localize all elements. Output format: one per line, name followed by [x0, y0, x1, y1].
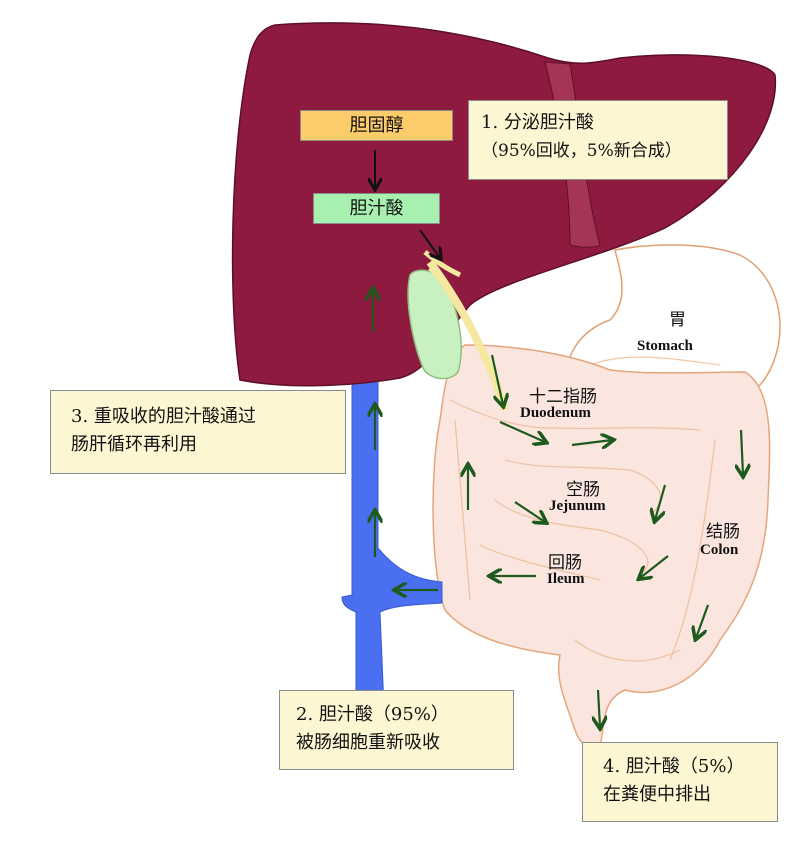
ileum-label-cn: 回肠 — [548, 553, 582, 573]
step4-box: 4. 胆汁酸（5%） 在粪便中排出 — [582, 742, 778, 822]
step1-line2: （95%回收，5%新合成） — [481, 141, 682, 161]
duodenum-label-en: Duodenum — [520, 405, 591, 421]
cholesterol-label: 胆固醇 — [349, 115, 404, 136]
step2-line1: 2. 胆汁酸（95%） — [296, 704, 449, 725]
jejunum-label-en: Jejunum — [549, 498, 606, 514]
jejunum-label-cn: 空肠 — [566, 480, 600, 500]
colon-label-en: Colon — [700, 542, 739, 558]
bile-acid-box: 胆汁酸 — [313, 193, 440, 224]
step4-line1: 4. 胆汁酸（5%） — [603, 756, 745, 777]
flow-arrow — [598, 689, 600, 727]
step3-line1: 3. 重吸收的胆汁酸通过 — [71, 406, 256, 427]
cholesterol-box: 胆固醇 — [300, 110, 453, 141]
step1-box: 1. 分泌胆汁酸 （95%回收，5%新合成） — [468, 100, 728, 180]
flow-arrow — [499, 420, 545, 442]
flow-arrow — [490, 354, 503, 405]
step4-line2: 在粪便中排出 — [603, 784, 711, 805]
duodenum-label-cn: 十二指肠 — [529, 387, 597, 407]
step1-line1: 1. 分泌胆汁酸 — [481, 112, 594, 133]
step2-box: 2. 胆汁酸（95%） 被肠细胞重新吸收 — [279, 690, 514, 770]
step3-box: 3. 重吸收的胆汁酸通过 肠肝循环再利用 — [50, 390, 346, 474]
colon-label-cn: 结肠 — [706, 522, 740, 542]
flow-arrow — [514, 501, 545, 522]
flow-arrow — [655, 484, 667, 520]
step3-line2: 肠肝循环再利用 — [71, 434, 197, 455]
step2-line2: 被肠细胞重新吸收 — [296, 732, 440, 753]
portal-vein — [341, 299, 443, 709]
bile-to-gallbladder-arrow — [419, 229, 440, 258]
flow-arrow — [571, 440, 612, 445]
flow-arrow — [696, 604, 710, 638]
stomach-label-cn: 胃 — [669, 310, 686, 330]
stomach-label-en: Stomach — [637, 338, 693, 354]
bile-acid-label: 胆汁酸 — [349, 198, 404, 219]
ileum-label-en: Ileum — [547, 571, 585, 587]
flow-arrow — [640, 555, 669, 578]
flow-arrow — [741, 429, 743, 475]
flow-arrows — [373, 290, 743, 727]
